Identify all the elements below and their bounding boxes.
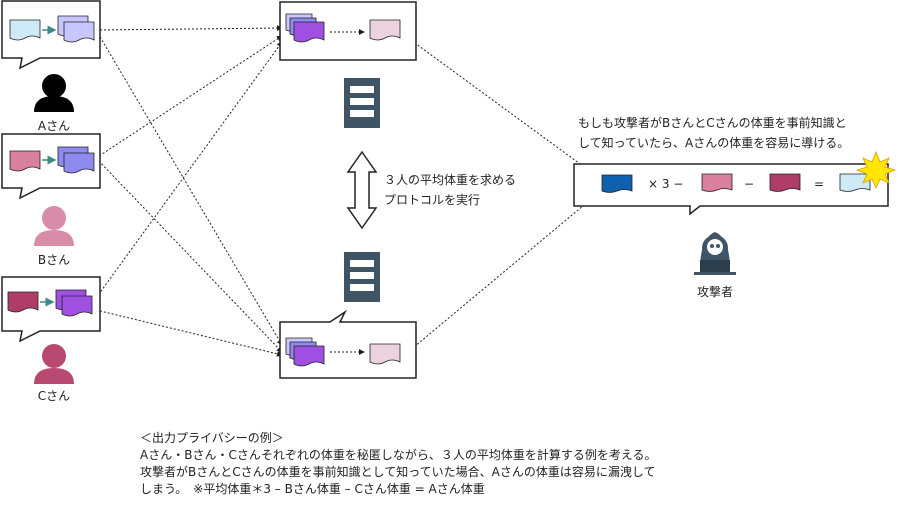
server-1-shares: [285, 13, 325, 43]
attacker-formula-panel: [573, 150, 897, 216]
user-b-person-icon: [34, 206, 74, 246]
formula-average-doc: [601, 174, 633, 193]
attacker-note-line1: もしも攻撃者がBさんとCさんの体重を事前知識と: [578, 116, 847, 130]
server-2-icon: [344, 252, 380, 302]
user-a-person-icon: [34, 74, 74, 112]
formula-a-doc: [839, 173, 871, 192]
server-2-shares: [285, 337, 325, 367]
user-a-label: Aさん: [37, 119, 71, 133]
formula-times-three: × 3 −: [648, 177, 684, 191]
server-1-icon: [344, 78, 380, 128]
caption-line2: 攻撃者がBさんとCさんの体重を事前知識として知っていた場合、Aさんの体重は容易に…: [140, 465, 656, 479]
server-2-result-doc: [369, 343, 401, 365]
user-c-panel: [1, 276, 101, 343]
server-2-panel: [279, 309, 417, 379]
user-c-label: Cさん: [37, 389, 71, 403]
attacker-icon: [694, 232, 736, 275]
user-b-panel: [1, 133, 101, 200]
formula-b-doc: [701, 173, 733, 192]
user-c-weight-doc: [7, 291, 39, 313]
user-a-weight-doc: [9, 19, 41, 41]
attacker-note-line2: して知っていたら、Aさんの体重を容易に導ける。: [578, 136, 850, 150]
bidirectional-arrow-icon: [346, 150, 378, 230]
user-b-label: Bさん: [37, 253, 71, 267]
formula-c-doc: [769, 173, 801, 192]
protocol-label-line2: プロトコルを実行: [384, 193, 481, 207]
user-c-shares: [55, 289, 93, 317]
server-1-panel: [279, 1, 417, 61]
user-a-shares: [57, 15, 95, 43]
protocol-label-line1: ３人の平均体重を求める: [384, 173, 517, 187]
server-1-result-doc: [369, 19, 401, 41]
caption: ＜出力プライバシーの例＞ Aさん・Bさん・Cさんそれぞれの体重を秘匿しながら、３…: [140, 430, 656, 498]
caption-title: ＜出力プライバシーの例＞: [140, 431, 284, 445]
caption-line3: しまう。 ※平均体重＊3 – Bさん体重 – Cさん体重 = Aさん体重: [140, 482, 485, 496]
user-b-weight-doc: [9, 150, 41, 172]
burst-icon: [855, 150, 897, 189]
attacker-label: 攻撃者: [696, 285, 733, 299]
connection-lines: [95, 25, 603, 357]
user-b-shares: [57, 146, 95, 174]
user-c-person-icon: [34, 344, 74, 384]
user-a-panel: [1, 0, 101, 70]
formula-minus: −: [744, 177, 755, 191]
caption-line1: Aさん・Bさん・Cさんそれぞれの体重を秘匿しながら、３人の平均体重を計算する例を…: [140, 448, 657, 462]
formula-equals: =: [814, 177, 825, 191]
